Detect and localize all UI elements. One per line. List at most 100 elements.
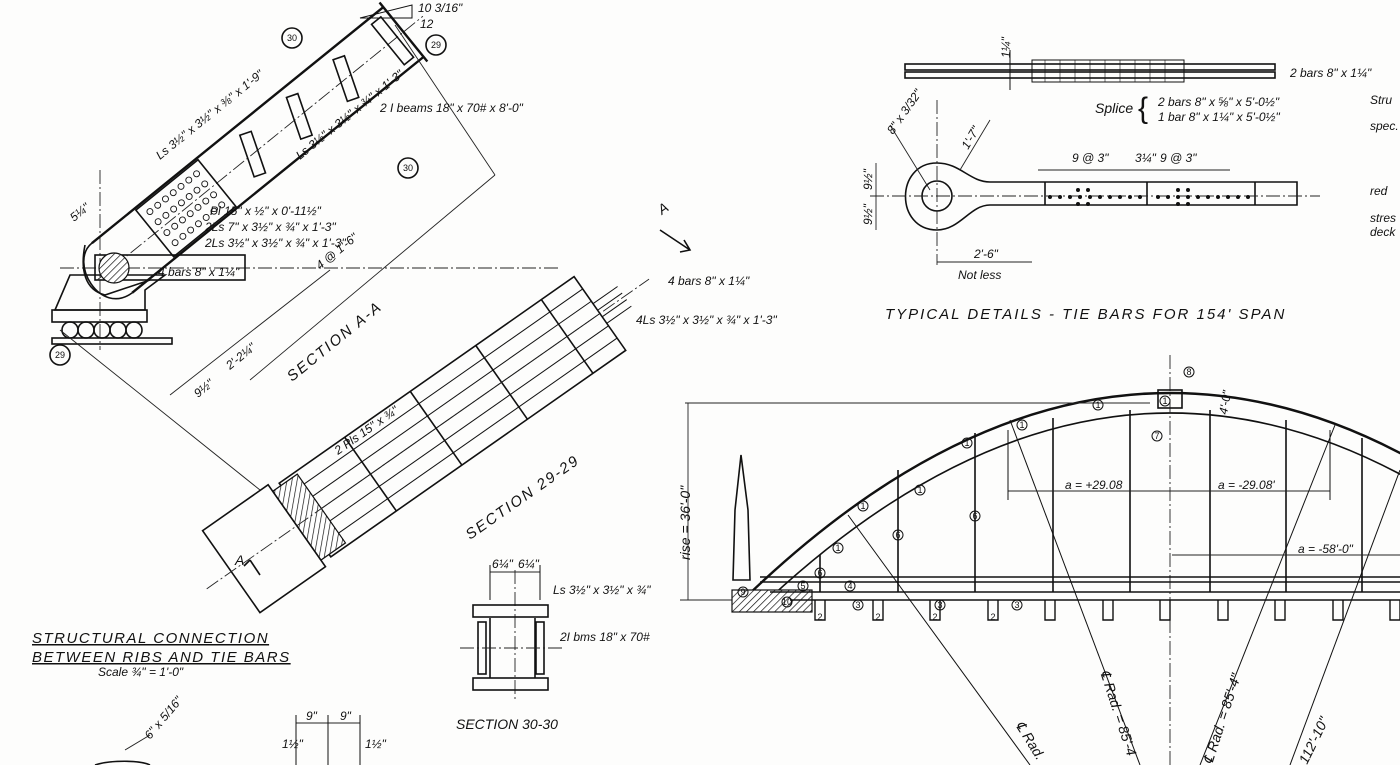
title-line-2: BETWEEN RIBS AND TIE BARS (32, 649, 291, 666)
drawing-label: 9 (740, 587, 745, 597)
dim-6-25-right: 6¼" (518, 557, 540, 571)
title-line-1: STRUCTURAL CONNECTION (32, 630, 269, 647)
dim-9-5: 9½" (191, 376, 217, 401)
drawing-label: 1 (1019, 420, 1024, 430)
rib-section-a-a: 10 3/16" 12 30 29 30 29 Ls 3½" x 3½" x ⅜… (49, 1, 560, 491)
drawing-label: 2 (932, 612, 937, 622)
section-mark-29-left: 29 (49, 344, 71, 366)
side-note-4: stres (1370, 211, 1396, 225)
drawing-label: 1 (964, 438, 969, 448)
label-angles-35: 2Ls 3½" x 3½" x ¾" x 1'-3" (204, 236, 346, 250)
side-note-3: red (1370, 184, 1388, 198)
floor-beams (814, 600, 1400, 621)
radius-label-2: ℄ Rad. = 85'-4" (1200, 671, 1245, 765)
dim-half-lower: 9½" (861, 203, 875, 225)
drawing-label: 30 (287, 33, 297, 43)
label-2-bars: 2 bars 8" x 1¼" (1289, 66, 1372, 80)
drawing-label: 2 (817, 612, 822, 622)
drawing-label: 4 (847, 581, 852, 591)
dim-holes-left: 9 @ 3" (1072, 151, 1109, 165)
section-mark-30-top: 30 (281, 27, 303, 49)
dim-2-2: 2'-2¼" (222, 340, 259, 373)
arch-elevation: rise = 36'-0" (677, 355, 1400, 765)
dim-holes-right: 9 @ 3" (1160, 151, 1197, 165)
rise-dim: rise = 36'-0" (677, 485, 693, 560)
a-positive: a = +29.08 (1065, 478, 1123, 492)
drawing-label: 30 (403, 163, 413, 173)
drawing-label: 7 (1154, 431, 1159, 441)
section-30-30: 6¼" 6¼" Ls 3½" x 3½" x ¾" 2I bms 18" x 7… (456, 557, 651, 732)
slope-rise: 10 3/16" (418, 1, 463, 15)
drawing-label: 5 (800, 581, 805, 591)
drawing-label: 1 (835, 543, 840, 553)
tie-bar-details: 2 bars 8" x 1¼" 1¼" Splice { 2 bars 8" x… (861, 36, 1399, 323)
dim-1-5-right: 1½" (365, 737, 387, 751)
radius-label-1: ℄ Rad. = 85'-4 (1097, 668, 1140, 758)
label-tie-bars: 4 bars 8" x 1¼" (158, 265, 240, 279)
label-angles-29: 4Ls 3½" x 3½" x ¾" x 1'-3" (636, 313, 777, 327)
cut-a-lower: A (234, 552, 244, 568)
drawing-label: 1 (860, 501, 865, 511)
side-note-5: deck (1370, 225, 1396, 239)
drawing-label: 29 (55, 350, 65, 360)
drawing-label: 6 (895, 530, 900, 540)
dim-half-upper: 9½" (861, 168, 875, 190)
radius-label-4: 112'-10" (1295, 713, 1332, 765)
drawing-label: 1 (1095, 400, 1100, 410)
drawing-label: 6 (817, 568, 822, 578)
dim-length: 2'-6" (973, 247, 999, 261)
drawing-label: 8 (1186, 367, 1191, 377)
dim-9-right: 9" (340, 709, 352, 723)
a-negative: a = -29.08' (1218, 478, 1275, 492)
splice-label: Splice (1095, 100, 1133, 116)
dim-9-left: 9" (306, 709, 318, 723)
dim-thickness: 1¼" (999, 36, 1013, 58)
drawing-label: 3 (937, 600, 942, 610)
label-plate: Pl 15" x ½" x 0'-11½" (210, 204, 322, 218)
label-beams-30: 2I bms 18" x 70# (559, 630, 650, 644)
dim-eye: 8" x 3/32" (884, 86, 925, 137)
label-angles-7: 2Ls 7" x 3½" x ¾" x 1'-3" (204, 220, 336, 234)
section-a-a-label: SECTION A-A (284, 298, 386, 385)
label-tie-bars-29: 4 bars 8" x 1¼" (668, 274, 750, 288)
drawing-title: STRUCTURAL CONNECTION BETWEEN RIBS AND T… (32, 630, 291, 679)
label-bar-bottom: 6" x 5/16" (142, 693, 186, 742)
dim-edge: 5¼" (67, 200, 93, 225)
rivet-holes (1048, 188, 1250, 206)
tie-bars-title: TYPICAL DETAILS - TIE BARS FOR 154' SPAN (885, 306, 1286, 323)
section-mark-30-right: 30 (397, 157, 419, 179)
slope-run: 12 (420, 17, 434, 31)
section-mark-29-top: 29 (425, 34, 447, 56)
member-marks: 1 1 1 1 1 1 1 8 7 6 6 6 5 4 3 3 3 3 2 2 … (737, 366, 1195, 622)
drawing-label: 2 (990, 612, 995, 622)
splice-line-2: 1 bar 8" x 1¼" x 5'-0½" (1158, 110, 1281, 124)
roller-nest (61, 321, 143, 339)
drawing-label: 10 (782, 597, 792, 607)
dim-1-5-left: 1½" (282, 737, 304, 751)
rib-depth: 4'-0" (1216, 389, 1234, 416)
dim-gap: 3¼" (1135, 151, 1157, 165)
label-plates-29: 2 Pls 15" x ¾" (331, 403, 402, 458)
drawing-label: 2 (875, 612, 880, 622)
cut-a-upper: A (654, 199, 672, 218)
splice-line-1: 2 bars 8" x ⅝" x 5'-0½" (1157, 95, 1280, 109)
drawing-label: 3 (855, 600, 860, 610)
drawing-label: 29 (431, 40, 441, 50)
section-30-30-label: SECTION 30-30 (456, 716, 558, 732)
not-less-label: Not less (958, 268, 1001, 282)
drawing-label: 3 (1014, 600, 1019, 610)
section-29-29-label: SECTION 29-29 (463, 452, 584, 543)
dim-6-25-left: 6¼" (492, 557, 514, 571)
label-i-beams: 2 I beams 18" x 70# x 8'-0" (379, 101, 524, 115)
bottom-partial-detail: 9" 9" 1½" 1½" 6" x 5/16" (94, 693, 387, 765)
side-note-1: Stru (1370, 93, 1392, 107)
hangers (819, 410, 1363, 592)
drawing-label: 1 (1162, 396, 1167, 406)
splice-brace-icon: { (1138, 92, 1148, 125)
title-scale: Scale ¾" = 1'-0" (98, 665, 184, 679)
side-note-2: spec. (1370, 119, 1399, 133)
a-58: a = -58'-0" (1298, 542, 1354, 556)
drawing-label: 6 (972, 511, 977, 521)
